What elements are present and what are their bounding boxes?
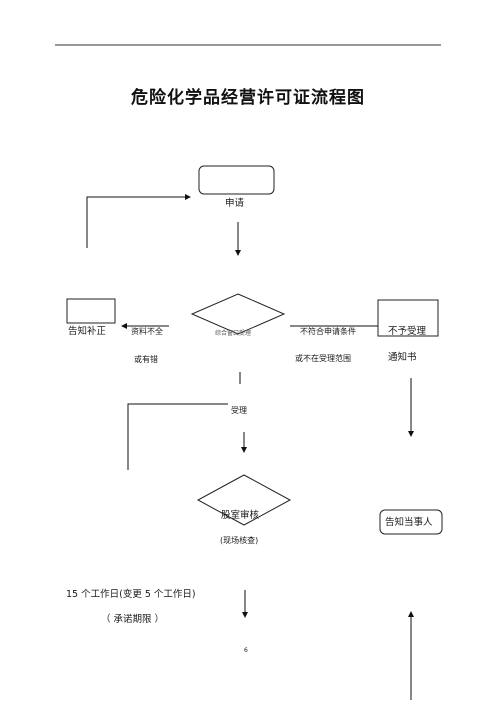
label-accepted: 受理 [231,406,247,415]
label-window-accept: 综合窗口受理 [215,330,252,337]
review-diamond [196,474,292,526]
line-accept-left-branch [127,403,228,470]
notify-party-box [379,509,443,535]
label-promise-limit: （ 承诺期限 ） [101,614,165,625]
apply-box [198,165,275,195]
arrow-correction-return [86,194,191,248]
label-review: 股室审核 [221,510,260,521]
notify-correction-box [66,298,116,324]
label-notify-correction: 告知补正 [68,326,107,337]
label-notify-party: 告知当事人 [385,517,433,528]
label-time-limit: 15 个工作日(变更 5 个工作日) [66,589,196,600]
reject-notice-box [377,299,439,337]
label-reject-2: 通知书 [388,352,417,363]
label-not-meet-2: 或不在受理范围 [295,354,351,363]
window-accept-diamond [190,293,286,335]
label-reject-1: 不予受理 [388,326,427,337]
label-apply: 申请 [225,198,245,209]
document-title: 危险化学品经营许可证流程图 [131,88,365,108]
label-not-meet-1: 不符合申请条件 [300,327,356,336]
label-incomplete-1: 资料不全 [131,327,163,336]
label-incomplete-2: 或有错 [134,355,158,364]
page-number: 6 [244,647,248,654]
label-site-check: (现场核查) [220,536,259,545]
